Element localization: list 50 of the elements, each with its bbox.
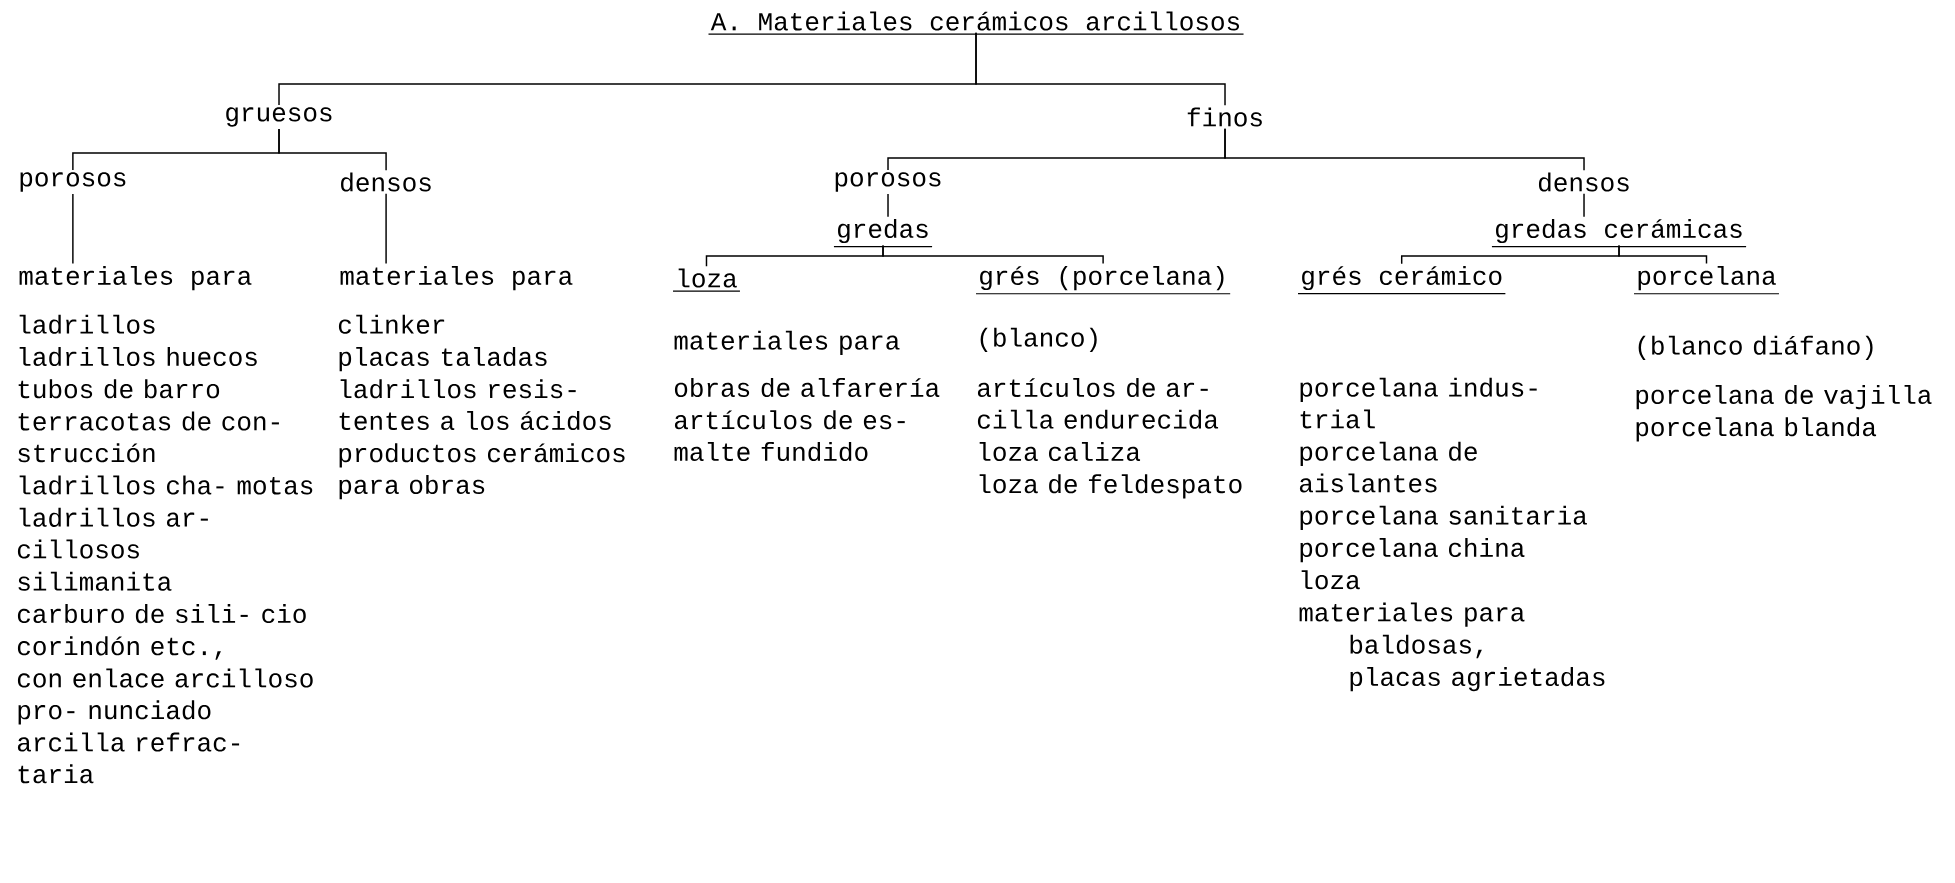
bracket-line — [1224, 128, 1585, 171]
bracket-line — [975, 32, 1226, 106]
list-item: tubos de barro — [18, 379, 220, 399]
list-item: materiales para — [1299, 602, 1525, 627]
list-item: (blanco) — [980, 327, 1097, 352]
category-label: gruesos — [226, 107, 332, 127]
bracket-line — [1583, 193, 1585, 218]
category-label: porcelana — [1633, 265, 1780, 295]
list-item: corindón etc., — [17, 636, 221, 660]
list-item: porcelana de vajilla — [1636, 384, 1932, 410]
list-item: artículos de es- malte fundido — [674, 410, 905, 462]
list-item: ladrillos huecos — [19, 346, 257, 367]
list-item: porcelana china — [1300, 537, 1525, 563]
category-label: grés (porcelana) — [975, 265, 1231, 295]
category-label: materiales para — [19, 265, 252, 291]
category-label: densos — [1538, 172, 1629, 192]
bracket-line — [278, 128, 387, 171]
category-label: porosos — [20, 172, 126, 192]
category-label: finos — [1187, 107, 1262, 127]
bracket-line — [1618, 244, 1708, 265]
list-item: loza caliza — [979, 441, 1141, 461]
list-item: porcelana blanda — [1636, 417, 1877, 442]
bracket-line — [882, 244, 1104, 265]
category-label: porosos — [835, 172, 941, 192]
list-item: arcilla refrac- taria — [17, 732, 240, 784]
list-item: carburo de sili- cio — [17, 604, 306, 624]
list-item: productos cerámicos para obras — [339, 443, 625, 500]
list-item: porcelana sanitaria — [1300, 505, 1587, 530]
category-label: A. Materiales cerámicos arcillosos — [707, 11, 1245, 35]
list-item: loza de feldespato — [979, 474, 1242, 499]
category-label: densos — [341, 172, 431, 192]
list-item: placas agrietadas — [1350, 667, 1605, 692]
list-item: baldosas, — [1350, 634, 1482, 659]
list-item: ladrillos cha- motas — [19, 475, 313, 495]
bracket-line — [385, 193, 387, 265]
category-label: grés cerámico — [1297, 265, 1506, 295]
bracket-line — [72, 193, 74, 265]
list-item: clinker — [338, 314, 445, 334]
category-label: materiales para — [340, 265, 573, 291]
list-item: (blanco diáfano) — [1638, 335, 1873, 360]
category-label: gredas — [833, 218, 933, 248]
category-label: gredas cerámicas — [1491, 218, 1747, 248]
list-item: silimanita — [18, 571, 172, 591]
category-label: loza — [672, 268, 741, 292]
list-item: materiales para — [674, 330, 900, 355]
list-item: loza — [1301, 570, 1360, 590]
list-item: obras de alfarería — [674, 377, 940, 398]
list-item: ladrillos — [19, 314, 155, 334]
bracket-line — [887, 193, 889, 218]
list-item: placas taladas — [339, 346, 547, 372]
